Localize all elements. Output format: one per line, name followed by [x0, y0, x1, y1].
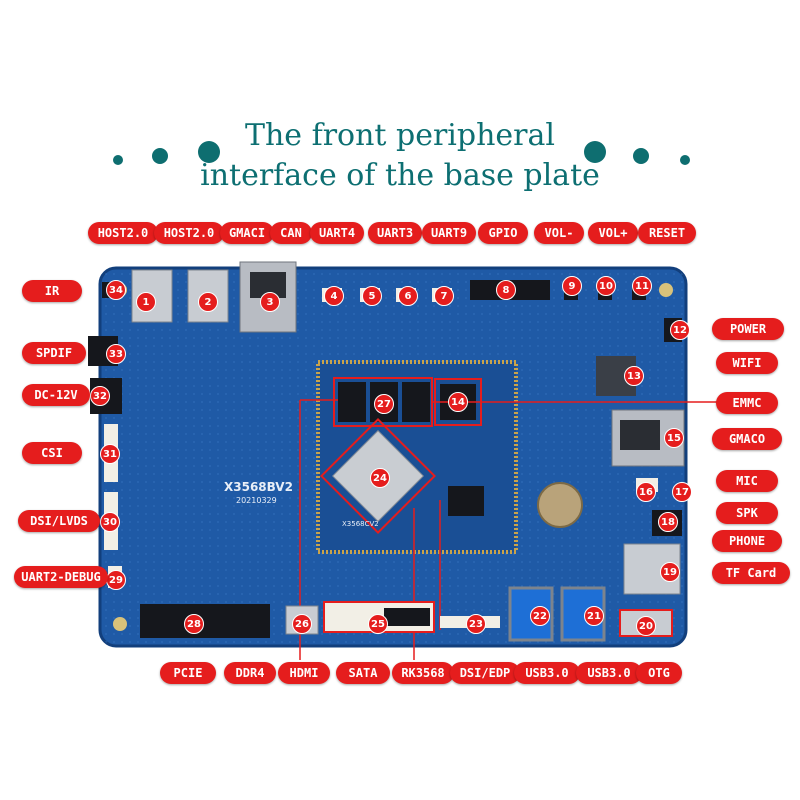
marker-21: 21 — [584, 606, 604, 626]
decor-dot — [633, 148, 649, 164]
label-power: POWER — [712, 318, 784, 340]
marker-28: 28 — [184, 614, 204, 634]
soc-outline — [320, 418, 436, 534]
label-uart3: UART3 — [368, 222, 422, 244]
label-gmac1: GMACI — [220, 222, 274, 244]
marker-25: 25 — [368, 614, 388, 634]
marker-16: 16 — [636, 482, 656, 502]
marker-18: 18 — [658, 512, 678, 532]
label-usb3-0-1: USB3.0 — [514, 662, 580, 684]
label-uart9: UART9 — [422, 222, 476, 244]
marker-33: 33 — [106, 344, 126, 364]
mount-hole — [659, 283, 673, 297]
marker-8: 8 — [496, 280, 516, 300]
label-reset: RESET — [638, 222, 696, 244]
label-sata: SATA — [336, 662, 390, 684]
marker-29: 29 — [106, 570, 126, 590]
marker-13: 13 — [624, 366, 644, 386]
ddr4-chip — [402, 382, 430, 422]
label-hdmi: HDMI — [278, 662, 330, 684]
label-vol-plus: VOL+ — [588, 222, 638, 244]
rtc-battery — [537, 482, 583, 528]
marker-27: 27 — [374, 394, 394, 414]
label-vol-minus: VOL- — [534, 222, 584, 244]
ethernet-jack — [620, 420, 660, 450]
label-emmc: EMMC — [716, 392, 778, 414]
marker-5: 5 — [362, 286, 382, 306]
marker-9: 9 — [562, 276, 582, 296]
marker-30: 30 — [100, 512, 120, 532]
marker-4: 4 — [324, 286, 344, 306]
label-rk3568: RK3568 — [392, 662, 454, 684]
ddr4-chip — [338, 382, 366, 422]
marker-12: 12 — [670, 320, 690, 340]
label-tf-card: TF Card — [712, 562, 790, 584]
marker-14: 14 — [448, 392, 468, 412]
label-gmac0: GMACO — [712, 428, 782, 450]
marker-2: 2 — [198, 292, 218, 312]
label-otg: OTG — [636, 662, 682, 684]
label-uart4: UART4 — [310, 222, 364, 244]
label-dsi-edp: DSI/EDP — [450, 662, 520, 684]
marker-6: 6 — [398, 286, 418, 306]
label-ddr4: DDR4 — [224, 662, 276, 684]
marker-15: 15 — [664, 428, 684, 448]
title-line-1: The front peripheral — [244, 118, 556, 153]
core-label: X3568CV2 — [342, 520, 379, 528]
label-pcie: PCIE — [160, 662, 216, 684]
label-dc-12v: DC-12V — [22, 384, 90, 406]
board-model: X3568BV2 — [224, 480, 293, 494]
label-ir: IR — [22, 280, 82, 302]
label-spk: SPK — [716, 502, 778, 524]
decor-dot — [584, 141, 606, 163]
marker-11: 11 — [632, 276, 652, 296]
label-host2-0-2: HOST2.0 — [154, 222, 224, 244]
decor-dot — [680, 155, 690, 165]
marker-7: 7 — [434, 286, 454, 306]
label-gpio: GPIO — [478, 222, 528, 244]
label-mic: MIC — [716, 470, 778, 492]
board-date: 20210329 — [236, 496, 277, 505]
decor-dot — [198, 141, 220, 163]
marker-3: 3 — [260, 292, 280, 312]
label-csi: CSI — [22, 442, 82, 464]
marker-1: 1 — [136, 292, 156, 312]
label-host2-0-1: HOST2.0 — [88, 222, 158, 244]
marker-22: 22 — [530, 606, 550, 626]
label-uart2-debug: UART2-DEBUG — [14, 566, 108, 588]
marker-23: 23 — [466, 614, 486, 634]
marker-31: 31 — [100, 444, 120, 464]
sata-port — [384, 608, 430, 626]
pcie-slot — [140, 604, 270, 638]
pmic-chip — [448, 486, 484, 516]
marker-19: 19 — [660, 562, 680, 582]
marker-10: 10 — [596, 276, 616, 296]
marker-26: 26 — [292, 614, 312, 634]
label-can: CAN — [270, 222, 312, 244]
marker-20: 20 — [636, 616, 656, 636]
marker-34: 34 — [106, 280, 126, 300]
label-usb3-0-2: USB3.0 — [576, 662, 642, 684]
usb3-port — [560, 586, 606, 642]
decor-dot — [152, 148, 168, 164]
label-dsi-lvds: DSI/LVDS — [18, 510, 100, 532]
label-wifi: WIFI — [716, 352, 778, 374]
decor-dot — [113, 155, 123, 165]
title-line-2: interface of the base plate — [200, 158, 600, 193]
marker-32: 32 — [90, 386, 110, 406]
mount-hole — [113, 617, 127, 631]
label-phone: PHONE — [712, 530, 782, 552]
marker-24: 24 — [370, 468, 390, 488]
marker-17: 17 — [672, 482, 692, 502]
label-spdif: SPDIF — [22, 342, 86, 364]
